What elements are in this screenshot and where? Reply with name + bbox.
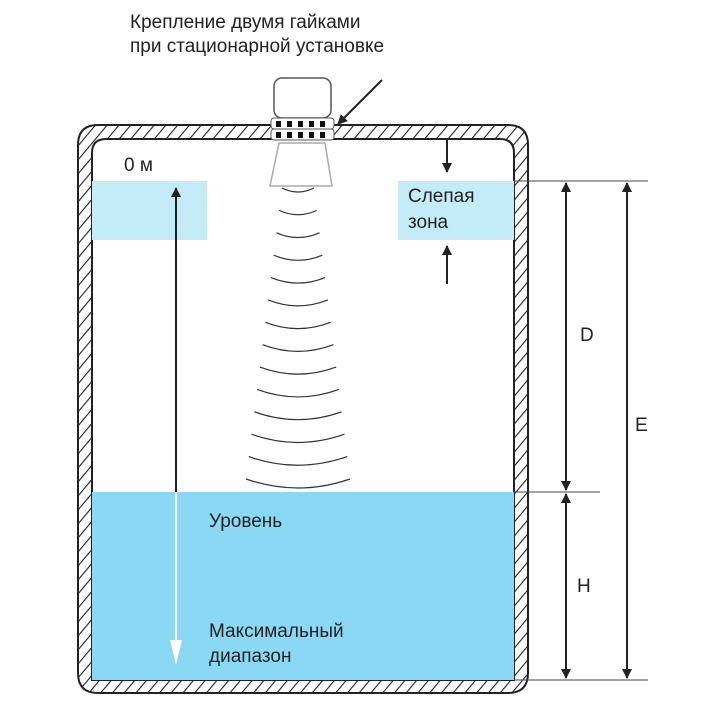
max-range-label-2: диапазон [209,646,292,667]
zero-label: 0 м [124,155,153,176]
wave-arc [281,187,315,193]
wave-arc [265,321,331,330]
wave-arc [267,299,329,307]
wave-arc [245,478,351,489]
dim-d-label: D [580,325,594,346]
wave-arc [254,411,342,421]
liquid [92,492,514,680]
sensor [269,77,335,187]
wave-arc [259,366,337,375]
max-range-label-1: Максимальный [209,621,344,642]
wave-arc [256,388,340,398]
extension-lines [514,180,648,681]
wave-arc [270,276,326,284]
wave-arc [248,456,348,466]
wave-arc [273,254,323,261]
caption-line1: Крепление двумя гайками [130,12,361,33]
callout-arrow [337,79,383,125]
blind-zone-label-2: зона [408,212,449,233]
wave-arc [251,433,345,444]
max-range-arrowhead [170,640,182,665]
ultrasonic-waves [245,187,351,489]
dim-e-label: E [635,415,648,436]
dim-h-label: H [577,576,591,597]
wave-arc [278,209,318,216]
blind-zone-left [92,181,207,240]
wave-arc [276,232,320,239]
level-label: Уровень [209,511,283,532]
blind-zone-label-1: Слепая [408,186,475,207]
blind-zone-right [398,181,514,240]
caption-line2: при стационарной установке [130,36,385,57]
wave-arc [262,344,334,352]
